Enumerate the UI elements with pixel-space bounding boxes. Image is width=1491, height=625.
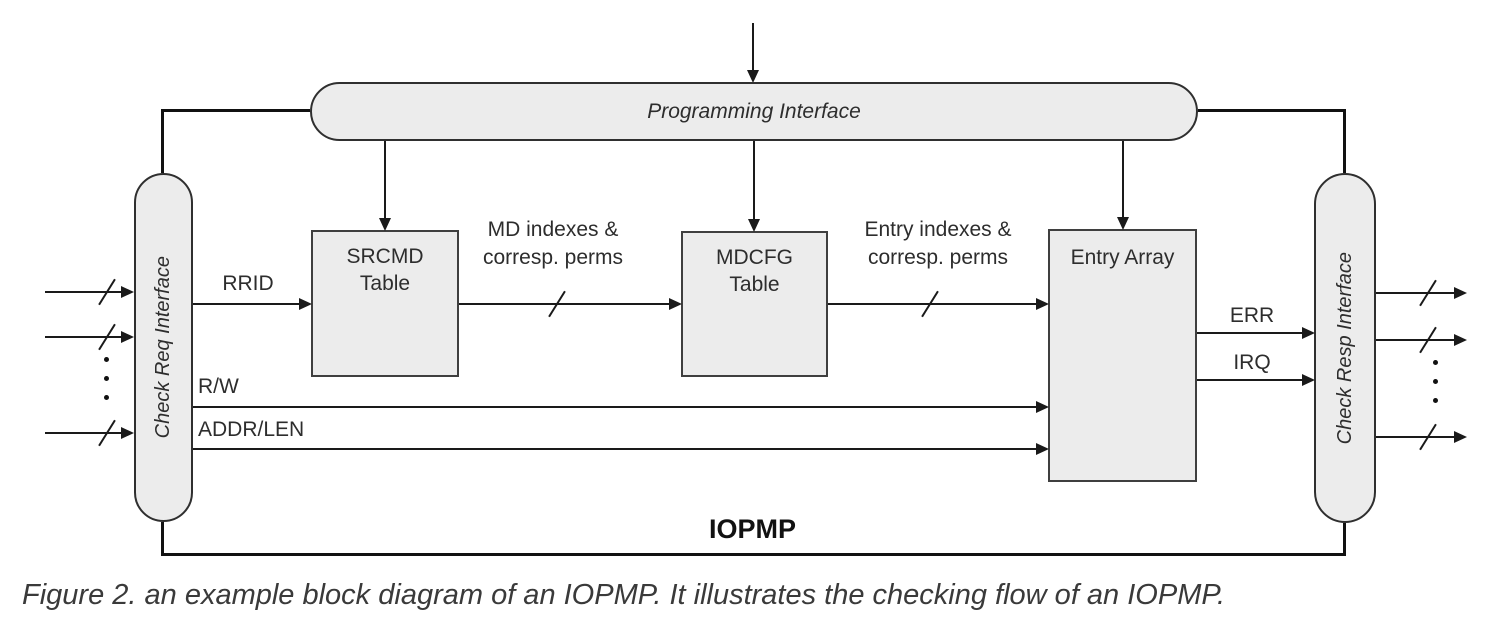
iopmp-label: IOPMP [708,514,796,544]
resp-output-arrowhead-2-icon [1454,334,1467,346]
rw-arrowhead-icon [1036,401,1049,413]
irq-label: IRQ [1233,351,1271,374]
resp-output-arrowhead-1-icon [1454,287,1467,299]
rw-label: R/W [198,375,239,398]
resp-ellipsis-dot-icon [1433,360,1438,365]
programming-interface-label: Programming Interface [647,99,861,123]
frame-bottom-left-v [161,522,164,556]
irq-arrowhead-icon [1302,374,1315,386]
check-resp-interface-label: Check Resp Interface [1333,251,1356,445]
figure-caption: Figure 2. an example block diagram of an… [22,579,1226,611]
entry-array-block: Entry Array [1048,229,1197,482]
top-input-arrowhead-icon [747,70,759,83]
req-input-line-3 [45,432,124,434]
addr-len-label: ADDR/LEN [198,418,305,441]
mdcfg-table-block: MDCFG Table [681,231,828,377]
resp-output-line-3 [1376,436,1455,438]
mdcfg-to-entry-line [828,303,1037,305]
pi-to-srcmd-line [384,141,386,219]
addr-len-arrowhead-icon [1036,443,1049,455]
req-ellipsis-dot-icon [104,357,109,362]
frame-bottom-h [161,553,1346,556]
err-label: ERR [1229,304,1275,327]
pi-to-mdcfg-line [753,141,755,220]
programming-interface-block: Programming Interface [310,82,1198,141]
check-resp-interface-block: Check Resp Interface [1314,173,1376,523]
irq-line [1197,379,1306,381]
pi-to-srcmd-arrowhead-icon [379,218,391,231]
srcmd-to-mdcfg-line [459,303,670,305]
resp-output-line-1 [1376,292,1455,294]
pi-to-entry-array-arrowhead-icon [1117,217,1129,230]
resp-output-arrowhead-3-icon [1454,431,1467,443]
rrid-arrowhead-icon [299,298,312,310]
req-input-arrowhead-2-icon [121,331,134,343]
resp-output-line-2 [1376,339,1455,341]
mdcfg-table-label: MDCFG Table [716,246,793,296]
srcmd-table-label: SRCMD Table [346,245,424,295]
req-input-arrowhead-1-icon [121,286,134,298]
frame-top-right-h [1198,109,1346,112]
pi-to-entry-array-line [1122,141,1124,218]
top-input-line [752,23,754,71]
mdcfg-to-entry-arrowhead-icon [1036,298,1049,310]
pi-to-mdcfg-arrowhead-icon [748,219,760,232]
rw-line [193,406,1037,408]
req-input-line-2 [45,336,124,338]
frame-top-right-v [1343,109,1346,173]
req-input-arrowhead-3-icon [121,427,134,439]
frame-top-left-h [161,109,310,112]
req-input-line-1 [45,291,124,293]
req-ellipsis-dot-icon [104,395,109,400]
req-ellipsis-dot-icon [104,376,109,381]
resp-ellipsis-dot-icon [1433,398,1438,403]
entry-indexes-label: Entry indexes & corresp. perms [864,218,1012,269]
check-req-interface-block: Check Req Interface [134,173,193,522]
check-req-interface-label: Check Req Interface [152,256,174,439]
md-indexes-label: MD indexes & corresp. perms [482,218,624,269]
frame-bottom-right-v [1343,523,1346,556]
rrid-label: RRID [222,272,274,295]
entry-array-label: Entry Array [1070,246,1175,269]
srcmd-table-block: SRCMD Table [311,230,459,377]
frame-top-left-v [161,109,164,173]
err-arrowhead-icon [1302,327,1315,339]
srcmd-to-mdcfg-arrowhead-icon [669,298,682,310]
resp-ellipsis-dot-icon [1433,379,1438,384]
addr-len-line [193,448,1037,450]
err-line [1197,332,1306,334]
rrid-line [193,303,300,305]
